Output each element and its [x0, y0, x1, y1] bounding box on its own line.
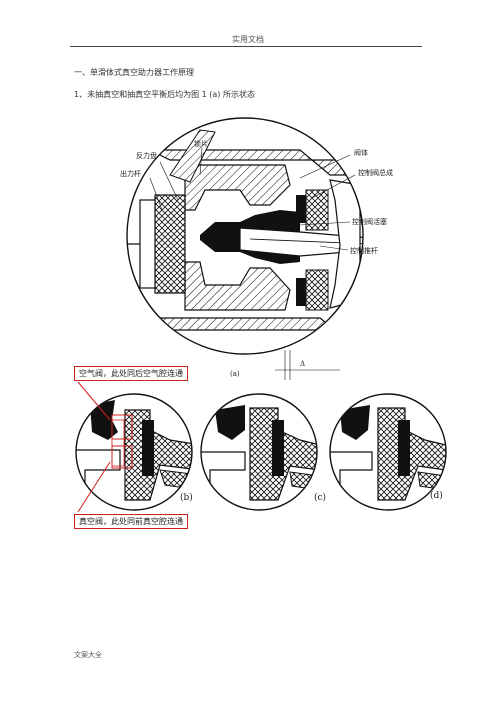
page-footer: 文案大全 [74, 651, 102, 659]
figure-b-label: (b) [180, 492, 193, 503]
header-divider [70, 46, 422, 47]
figure-c: (c) [200, 393, 326, 511]
vacuum-valve-annotation: 真空阀，此处同前真空腔连通 [74, 514, 188, 529]
section-heading: 一、单滑体式真空助力器工作原理 [74, 68, 194, 77]
label-reaction-disc: 反力盘 [136, 151, 157, 160]
subheading: 1、未抽真空和抽真空平衡后均为图 1 (a) 所示状态 [74, 89, 255, 100]
label-control-valve-piston: 控制阀活塞 [352, 217, 387, 226]
figure-c-label: (c) [314, 492, 326, 503]
label-valve-body: 阀体 [354, 148, 368, 157]
label-output-rod: 出力杆 [120, 169, 141, 178]
label-control-push-rod: 控制推杆 [350, 246, 378, 255]
air-valve-leader [77, 381, 111, 421]
figure-ref: 1 (a) [201, 90, 221, 99]
vacuum-valve-leader [77, 461, 111, 513]
label-control-valve-assembly: 控制阀总成 [358, 168, 393, 177]
subheading-tail: 所示状态 [222, 90, 255, 99]
figure-d-label: (d) [430, 490, 443, 501]
label-lock-plate: 锁片 [194, 139, 208, 148]
figure-a-label: (a) [230, 370, 240, 378]
figure-a: 反力盘 锁片 出力杆 阀体 控制阀总成 控制阀活塞 控制推杆 (a) Δ [120, 117, 393, 380]
subheading-text: 1、未抽真空和抽真空平衡后均为图 [74, 90, 200, 99]
figure-b: (b) [75, 393, 193, 511]
air-valve-annotation: 空气阀，此处同后空气腔连通 [74, 366, 188, 381]
delta-label: Δ [300, 360, 305, 368]
page-header: 实用文档 [232, 35, 264, 44]
figure-d: (d) [329, 393, 447, 511]
